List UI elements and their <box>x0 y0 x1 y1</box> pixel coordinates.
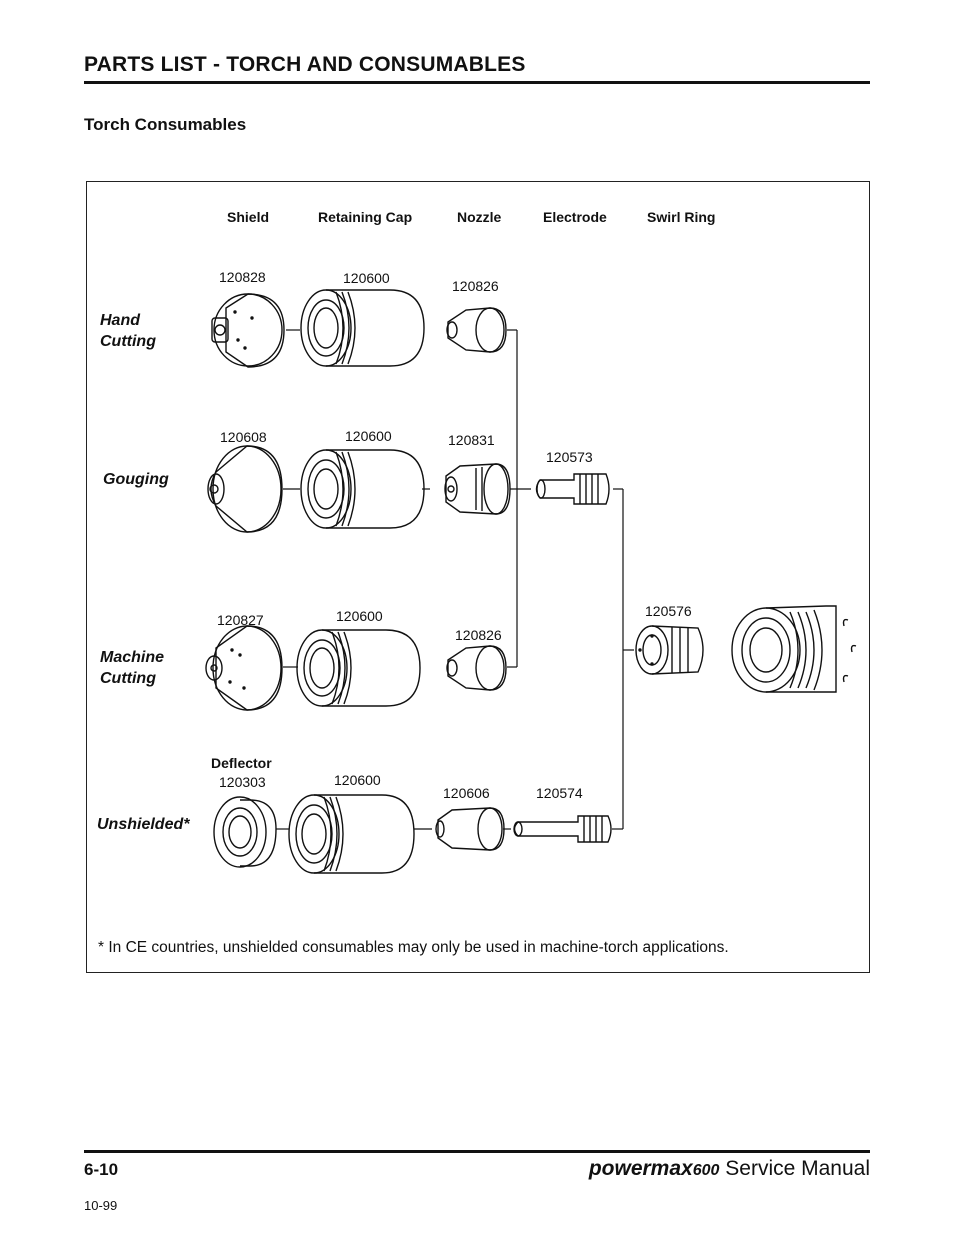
nozzle-120831-drawing <box>444 463 511 515</box>
electrode-120574-drawing <box>513 815 612 843</box>
part-number: 120573 <box>546 449 593 465</box>
part-number: 120303 <box>219 774 266 790</box>
swirl-ring-120576-drawing <box>635 625 704 675</box>
row-label-hand-cutting: Hand Cutting <box>100 312 156 350</box>
part-number: 120600 <box>343 270 390 286</box>
retaining-cap-120600-row2 <box>300 449 425 529</box>
brand-suffix: Service Manual <box>725 1157 870 1180</box>
nozzle-120606-drawing <box>435 807 505 851</box>
part-number: 120574 <box>536 785 583 801</box>
part-number: 120827 <box>217 612 264 628</box>
retaining-cap-120600-row1 <box>300 289 425 367</box>
section-title: Torch Consumables <box>84 115 247 134</box>
part-number: 120576 <box>645 603 692 619</box>
torch-head-drawing <box>731 605 857 693</box>
shield-120828-drawing <box>211 293 285 368</box>
row-label-machine-cutting: Machine Cutting <box>100 649 165 687</box>
header-rule <box>84 81 870 84</box>
page-number: 6-10 <box>84 1160 119 1179</box>
row-label-gouging: Gouging <box>103 471 169 488</box>
brand-model: 600 <box>692 1162 720 1179</box>
retaining-cap-120600-row3 <box>296 629 421 707</box>
shield-120827-drawing <box>205 625 283 711</box>
footnote: * In CE countries, unshielded consumable… <box>98 939 729 956</box>
column-header-nozzle: Nozzle <box>457 209 502 225</box>
column-header-swirl-ring: Swirl Ring <box>647 209 716 225</box>
connector-lines <box>276 329 634 830</box>
row-label-unshielded: Unshielded* <box>97 816 190 833</box>
part-number: 120600 <box>334 772 381 788</box>
deflector-label: Deflector <box>211 755 272 771</box>
electrode-120573-drawing <box>535 473 610 505</box>
page-title: PARTS LIST - TORCH AND CONSUMABLES <box>84 53 526 76</box>
retaining-cap-120600-row4 <box>288 794 415 874</box>
revision-date: 10-99 <box>84 1198 118 1213</box>
manual-brand: powermax600 Service Manual <box>589 1157 870 1181</box>
shield-120608-drawing <box>207 445 283 533</box>
nozzle-120826-row3 <box>446 645 507 691</box>
column-header-retaining-cap: Retaining Cap <box>318 209 413 225</box>
part-number: 120600 <box>345 428 392 444</box>
part-number: 120606 <box>443 785 490 801</box>
part-number: 120826 <box>452 278 499 294</box>
column-header-shield: Shield <box>227 209 270 225</box>
nozzle-120826-row1 <box>446 307 507 353</box>
part-number: 120826 <box>455 627 502 643</box>
column-header-electrode: Electrode <box>543 209 607 225</box>
part-number: 120600 <box>336 608 383 624</box>
deflector-120303-drawing <box>213 796 277 868</box>
consumables-diagram-frame <box>86 181 870 973</box>
brand-name: powermax <box>588 1157 693 1180</box>
part-number: 120608 <box>220 429 267 445</box>
part-number: 120828 <box>219 269 266 285</box>
footer-rule <box>84 1150 870 1153</box>
part-number: 120831 <box>448 432 495 448</box>
